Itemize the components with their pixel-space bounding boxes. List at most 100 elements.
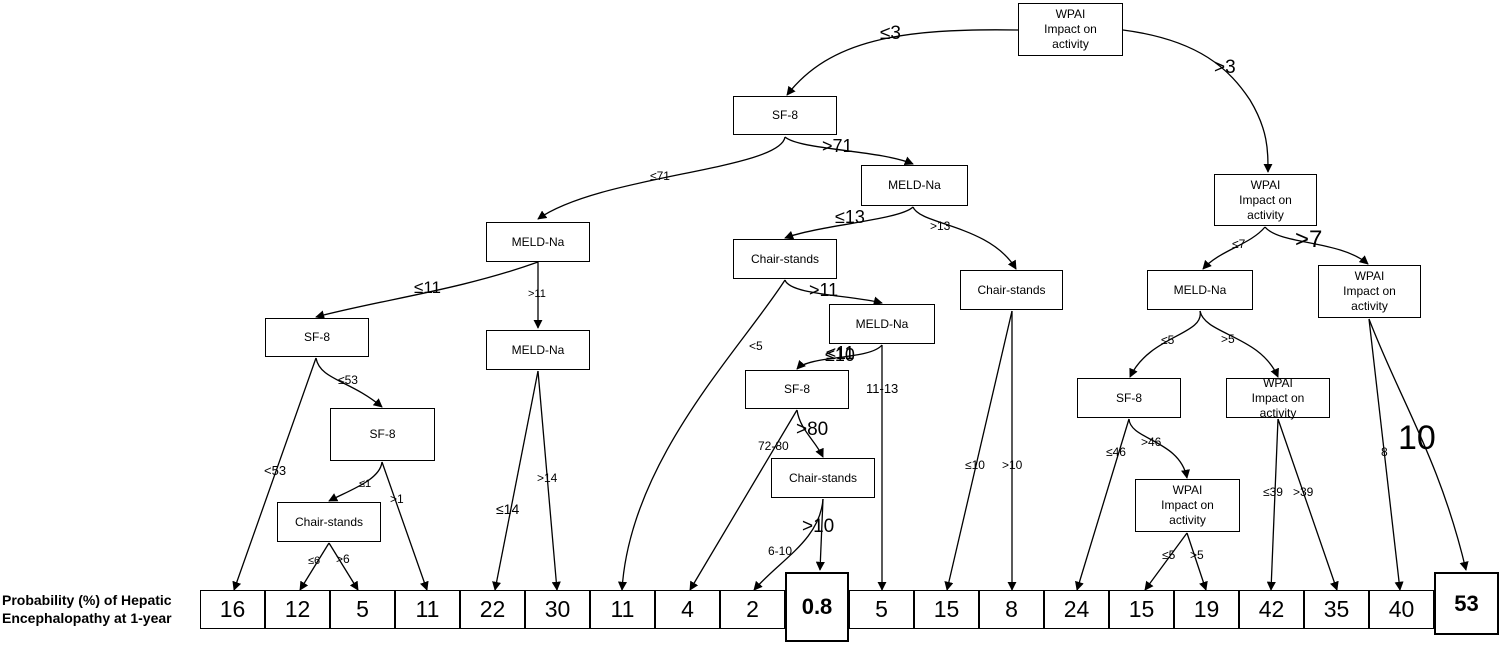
node-n14: SF-8: [1077, 378, 1181, 418]
node-n4: MELD-Na: [861, 165, 968, 206]
edge-arrow: [328, 461, 383, 502]
probability-cell: 5: [849, 590, 914, 629]
probability-cell: 2: [720, 590, 785, 629]
edge-arrow: [537, 370, 561, 591]
node-n12: MELD-Na: [829, 304, 935, 344]
edge-label: ≤46: [1106, 445, 1126, 459]
node-n11: MELD-Na: [486, 330, 590, 370]
edge-label: ≤53: [338, 373, 358, 387]
edge-arrow: [1368, 318, 1404, 591]
edge-label: ≤5: [1162, 548, 1176, 562]
edge-arrow: [1264, 226, 1369, 265]
edge-arrow: [944, 310, 1013, 591]
edge-label: ≤1: [359, 478, 372, 490]
probability-cell: 16: [200, 590, 265, 629]
edge-label: >13: [930, 219, 951, 233]
edge-arrow: [912, 206, 1017, 270]
edge-arrow: [784, 206, 914, 240]
node-n17: Chair-stands: [277, 502, 381, 542]
edge-label: ≤6: [308, 555, 321, 567]
edge-label: ≤10: [965, 458, 985, 472]
edge-label: >10: [802, 516, 835, 537]
edge-label: >6: [336, 552, 350, 566]
edge-arrow: [1144, 532, 1188, 591]
edge-arrow: [1266, 418, 1279, 591]
edge-arrow: [328, 542, 359, 591]
edge-label: ≤3: [880, 23, 901, 44]
edge-label: >11: [809, 280, 839, 300]
probability-cell: 53: [1434, 572, 1499, 635]
edge-arrow: [815, 498, 825, 571]
probability-cell: 40: [1369, 590, 1434, 629]
edge-arrow: [1075, 418, 1130, 591]
probability-cell: 0.8: [785, 572, 849, 642]
edge-label: >14: [537, 471, 558, 485]
node-n3: WPAI Impact on activity: [1214, 174, 1317, 226]
edge-label: >71: [822, 136, 853, 156]
edge-arrow: [617, 279, 786, 591]
edge-label: >80: [796, 419, 829, 440]
probability-cell: 22: [460, 590, 525, 629]
probability-cell: 30: [525, 590, 590, 629]
edge-arrow: [1128, 418, 1190, 479]
edge-arrow: [315, 261, 539, 320]
edge-label: ≤14: [496, 501, 520, 517]
node-n2: SF-8: [733, 96, 837, 135]
probability-cell: 8: [979, 590, 1044, 629]
edge-label: >46: [1141, 435, 1162, 449]
edge-arrow: [315, 357, 383, 408]
edge-arrow: [1368, 318, 1469, 571]
node-n9: WPAI Impact on activity: [1318, 265, 1421, 318]
edge-label: 6-10: [768, 544, 793, 558]
edge-arrow: [753, 498, 824, 591]
edge-arrow: [1199, 310, 1279, 378]
edge-arrow: [689, 409, 798, 591]
edge-label: >39: [1293, 485, 1314, 499]
node-n18: Chair-stands: [771, 458, 875, 498]
edge-arrow: [796, 409, 824, 458]
edge-arrow: [232, 357, 317, 591]
edge-label: ≤11: [414, 278, 441, 297]
edge-label: >10: [1002, 458, 1023, 472]
edge-label: ≤13: [835, 207, 865, 227]
edge-label: ≤39: [1263, 485, 1283, 499]
edge-arrow: [1129, 310, 1201, 378]
probability-cell: 42: [1239, 590, 1304, 629]
edge-arrow: [1122, 29, 1273, 173]
edge-arrow: [299, 542, 330, 591]
probability-cell: 4: [655, 590, 720, 629]
edge-arrow: [381, 461, 429, 591]
edge-arrow: [1202, 226, 1266, 270]
node-n19: WPAI Impact on activity: [1135, 479, 1240, 532]
edge-arrow: [1186, 532, 1208, 591]
probability-cell: 5: [330, 590, 395, 629]
probability-cell: 19: [1174, 590, 1239, 629]
probability-cell: 24: [1044, 590, 1109, 629]
edge-label: 11-13: [866, 381, 899, 396]
edge-label: 10: [1398, 419, 1436, 457]
probability-cell: 11: [395, 590, 460, 629]
edge-label: >5: [1190, 548, 1204, 562]
edge-label: <5: [749, 339, 763, 353]
edge-arrow: [784, 136, 914, 165]
edge-label: ≤5: [1161, 333, 1175, 347]
edge-label: >5: [1221, 332, 1235, 346]
edge-label: >1: [390, 492, 404, 506]
node-n6: Chair-stands: [733, 239, 837, 279]
edge-arrow: [1277, 418, 1339, 591]
edge-arrow: [537, 136, 786, 220]
edge-arrow: [796, 344, 883, 370]
node-n15: WPAI Impact on activity: [1226, 376, 1330, 420]
node-n1: WPAI Impact on activity: [1018, 3, 1123, 56]
node-n7: Chair-stands: [960, 270, 1063, 310]
node-n13: SF-8: [745, 370, 849, 409]
node-n5: MELD-Na: [486, 222, 590, 262]
probability-cell: 12: [265, 590, 330, 629]
edge-label: ≤10: [825, 345, 855, 365]
edge-arrow: [784, 279, 883, 306]
node-n16: SF-8: [330, 408, 435, 461]
edge-label: ≤7: [1232, 237, 1246, 251]
edge-label: 8: [1381, 445, 1388, 459]
